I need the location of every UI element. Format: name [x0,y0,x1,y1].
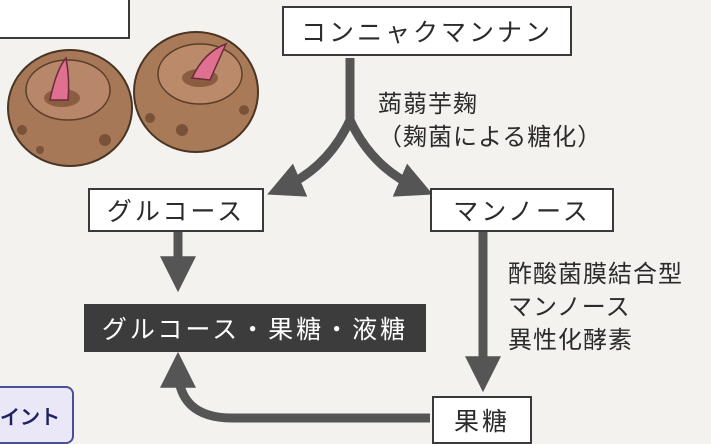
koji-label-line2: （麹菌による糖化） [378,123,603,151]
node-products: グルコース・果糖・液糖 [84,304,426,352]
koji-label-line1: 蒟蒻芋麹 [378,90,478,118]
point-tab[interactable]: イント [0,386,74,444]
konjac-tuber-left [7,49,133,167]
node-glucose: グルコース [88,188,264,232]
enzyme-label-line3: 異性化酵素 [508,326,633,354]
arrow-to-glucose [267,118,355,197]
node-fructose: 果糖 [432,396,532,444]
arrow-to-mannose [345,118,433,197]
point-tab-label: イント [0,404,60,429]
enzyme-label-line1: 酢酸菌膜結合型 [508,260,683,288]
koji-label: 蒟蒻芋麹 （麹菌による糖化） [378,88,602,154]
node-konjac-mannan: コンニャクマンナン [282,6,572,56]
enzyme-label-line2: マンノース [508,293,631,321]
konjac-tuber-right [133,31,259,153]
node-mannose: マンノース [430,188,614,232]
enzyme-label: 酢酸菌膜結合型 マンノース 異性化酵素 [508,258,683,357]
top-left-frame [0,0,130,39]
arrow-fructose-to-products [160,351,430,423]
